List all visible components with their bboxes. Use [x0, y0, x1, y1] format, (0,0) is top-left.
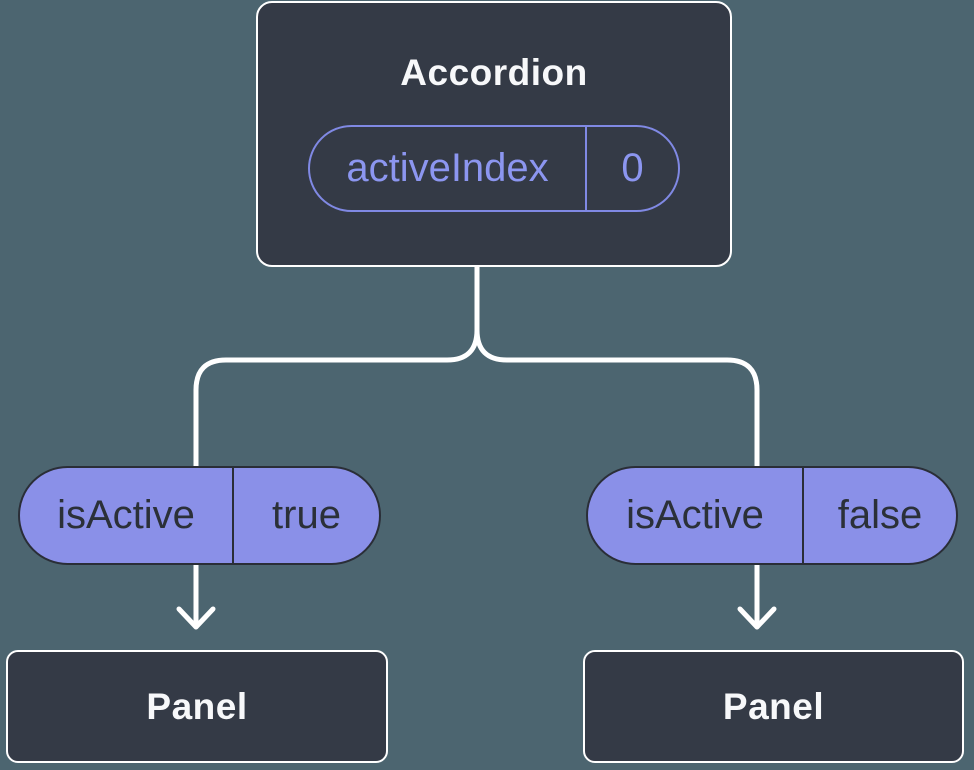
panel-title: Panel	[722, 685, 825, 727]
arrow-down-icon	[176, 606, 216, 630]
state-name: activeIndex	[346, 146, 549, 190]
prop-value: true	[232, 468, 379, 563]
accordion-node: Accordion activeIndex 0	[256, 1, 732, 267]
branch-line-right	[474, 263, 760, 625]
state-pill: activeIndex 0	[308, 125, 680, 212]
branch-line-left	[193, 263, 480, 625]
prop-pill-right: isActive false	[586, 466, 958, 565]
prop-pill-left: isActive true	[18, 466, 381, 565]
panel-title: Panel	[146, 685, 248, 727]
accordion-title: Accordion	[400, 52, 588, 93]
prop-name: isActive	[626, 493, 764, 537]
panel-node-right: Panel	[583, 650, 964, 763]
arrow-down-icon	[737, 606, 777, 630]
panel-node-left: Panel	[6, 650, 388, 763]
prop-name: isActive	[57, 493, 195, 537]
state-value: 0	[585, 127, 678, 210]
prop-value: false	[802, 468, 956, 563]
